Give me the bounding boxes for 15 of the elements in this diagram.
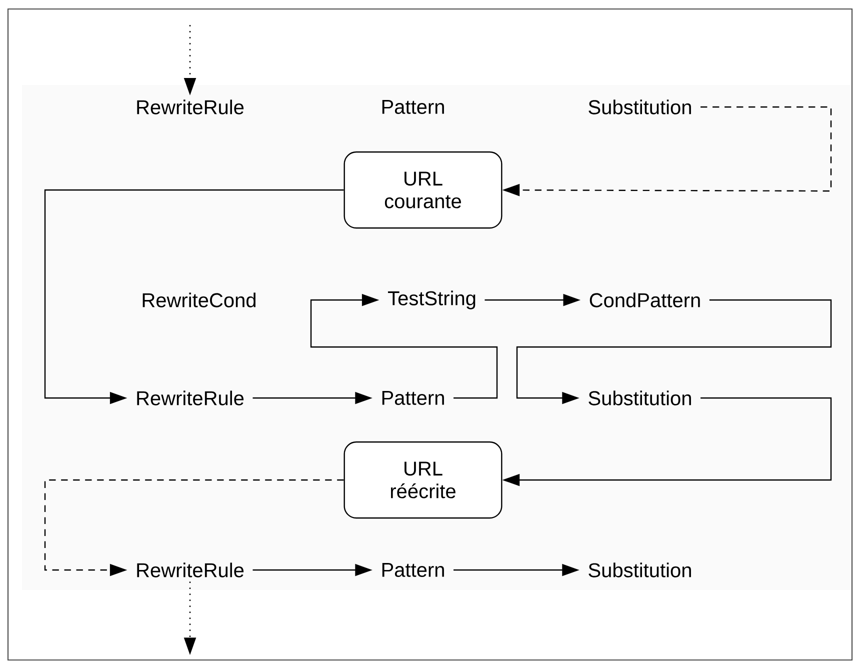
label-text: RewriteRule: [137, 562, 244, 578]
label-text: Substitution: [588, 562, 691, 578]
label-text: RewriteRule: [137, 100, 244, 114]
label-text: Pattern: [382, 563, 444, 577]
process-box: URL courante: [344, 151, 502, 229]
label-text: TestString: [388, 290, 476, 310]
label-text: RewriteRule: [137, 390, 244, 406]
label-text: Pattern: [382, 391, 444, 405]
label-text: Pattern: [382, 100, 444, 114]
label-text: Substitution: [588, 100, 691, 114]
label-text: RewriteCond: [142, 292, 256, 308]
label-text: CondPattern: [590, 292, 700, 308]
process-box: URL réécrite: [344, 441, 502, 519]
arrow: [310, 294, 498, 399]
label-text: Substitution: [588, 390, 691, 406]
